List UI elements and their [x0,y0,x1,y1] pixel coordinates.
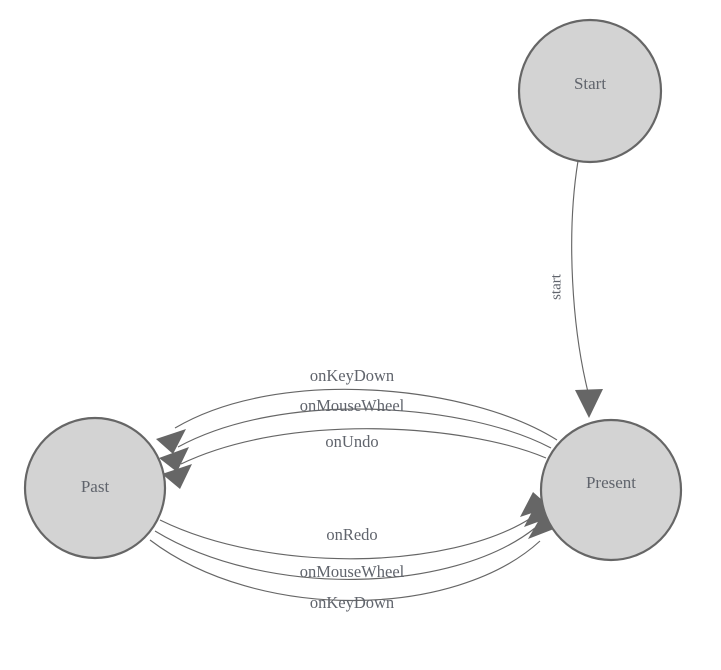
edge-present-to-past-onundo[interactable]: onUndo [162,428,547,489]
edge-present-to-past-onmousewheel-arrowhead [159,447,189,472]
edge-label-present-to-past-onkeydown: onKeyDown [310,366,394,385]
edge-past-to-present-onmousewheel-path [154,527,536,580]
node-past-circle [23,416,167,560]
node-start-circle [517,18,663,164]
edge-label-past-to-present-onredo: onRedo [326,525,377,544]
edge-label-past-to-present-onmousewheel: onMouseWheel [300,562,405,581]
edge-start-to-present[interactable]: start [548,160,603,418]
edge-label-start: start [548,273,564,300]
node-start-label: Start [574,74,606,93]
edge-past-to-present-onkeydown-path [149,539,541,602]
edge-past-to-present-onmousewheel-arrowhead [524,502,554,527]
edge-present-to-past-onkeydown-arrowhead [156,429,186,454]
edge-present-to-past-onkeydown[interactable]: onKeyDown [156,366,558,454]
edge-past-to-present-onredo-path [159,517,532,560]
node-start[interactable]: Start [517,18,663,164]
node-present-circle [539,418,683,562]
edge-present-to-past-onkeydown-path [174,388,558,441]
edge-start-to-present-path [571,160,590,397]
edge-label-present-to-past-onmousewheel: onMouseWheel [300,396,405,415]
edge-past-to-present-onmousewheel[interactable]: onMouseWheel [154,502,554,581]
edge-past-to-present-onkeydown[interactable]: onKeyDown [149,513,559,612]
edge-present-to-past-onundo-arrowhead [162,464,192,489]
edge-present-to-past-onmousewheel-path [177,408,552,449]
node-present-label: Present [586,473,636,492]
edge-past-to-present-onredo-arrowhead [520,492,550,517]
edge-start-to-present-arrowhead [575,389,603,418]
node-past-label: Past [81,477,110,496]
node-past[interactable]: Past [23,416,167,560]
edge-label-past-to-present-onkeydown: onKeyDown [310,593,394,612]
edge-past-to-present-onredo[interactable]: onRedo [159,492,550,560]
edge-present-to-past-onundo-path [180,428,547,465]
node-present[interactable]: Present [539,418,683,562]
edge-label-present-to-past-onundo: onUndo [325,432,378,451]
edge-past-to-present-onkeydown-arrowhead [528,513,559,539]
edge-present-to-past-onmousewheel[interactable]: onMouseWheel [159,396,552,472]
